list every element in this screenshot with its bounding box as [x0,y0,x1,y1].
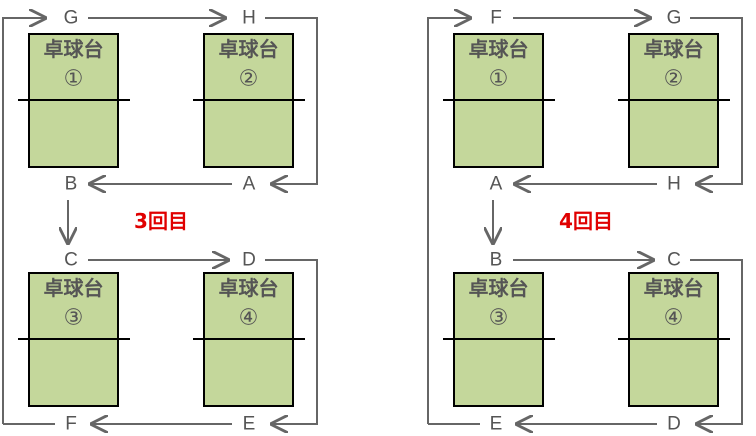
loop-left-top-arrow [2,18,45,424]
position-label-mid-upper-right: H [667,174,681,195]
loop-left-top-arrow [427,18,470,424]
table-2: 卓球台 ② [618,33,730,168]
table-4: 卓球台 ④ [193,272,305,407]
position-label-bottom-left: F [65,414,77,435]
panel-1: 卓球台 ① 卓球台 ② 卓球台 ③ 卓球台 ④ G H B A C D F E 3回目 [2,8,318,435]
round-label: 3回目 [134,209,188,233]
right-lower-arrow [690,259,743,424]
position-label-bottom-right: E [243,414,256,435]
table-name: 卓球台 [644,37,704,61]
table-name: 卓球台 [469,37,529,61]
position-label-mid-lower-right: C [667,250,681,271]
table-number: ① [489,67,509,92]
table-1: 卓球台 ① [18,33,130,168]
position-label-top-right: G [667,8,682,29]
table-name: 卓球台 [44,276,104,300]
table-3: 卓球台 ③ [443,272,555,407]
table-name: 卓球台 [219,37,279,61]
table-number: ③ [489,306,509,331]
position-label-mid-upper-left: B [65,174,78,195]
position-label-top-left: G [64,8,79,29]
position-label-mid-upper-right: A [243,174,256,195]
table-3: 卓球台 ③ [18,272,130,407]
position-label-top-right: H [242,8,256,29]
table-name: 卓球台 [44,37,104,61]
table-number: ③ [64,306,84,331]
table-number: ② [239,67,259,92]
position-label-mid-upper-left: A [490,174,503,195]
table-number: ④ [664,306,684,331]
table-number: ① [64,67,84,92]
panel-2: 卓球台 ① 卓球台 ② 卓球台 ③ 卓球台 ④ F G A H B C E D 4回目 [427,8,743,435]
round-label: 4回目 [559,209,613,233]
table-name: 卓球台 [644,276,704,300]
table-1: 卓球台 ① [443,33,555,168]
position-label-top-left: F [490,8,502,29]
right-upper-arrow [690,17,743,184]
position-label-bottom-left: E [490,414,503,435]
right-upper-arrow [265,17,318,184]
position-label-bottom-right: D [667,414,681,435]
right-lower-arrow [265,259,318,424]
position-label-mid-lower-left: C [64,250,78,271]
table-4: 卓球台 ④ [618,272,730,407]
table-number: ④ [239,306,259,331]
table-name: 卓球台 [469,276,529,300]
table-2: 卓球台 ② [193,33,305,168]
table-name: 卓球台 [219,276,279,300]
position-label-mid-lower-left: B [490,250,503,271]
table-number: ② [664,67,684,92]
position-label-mid-lower-right: D [242,250,256,271]
